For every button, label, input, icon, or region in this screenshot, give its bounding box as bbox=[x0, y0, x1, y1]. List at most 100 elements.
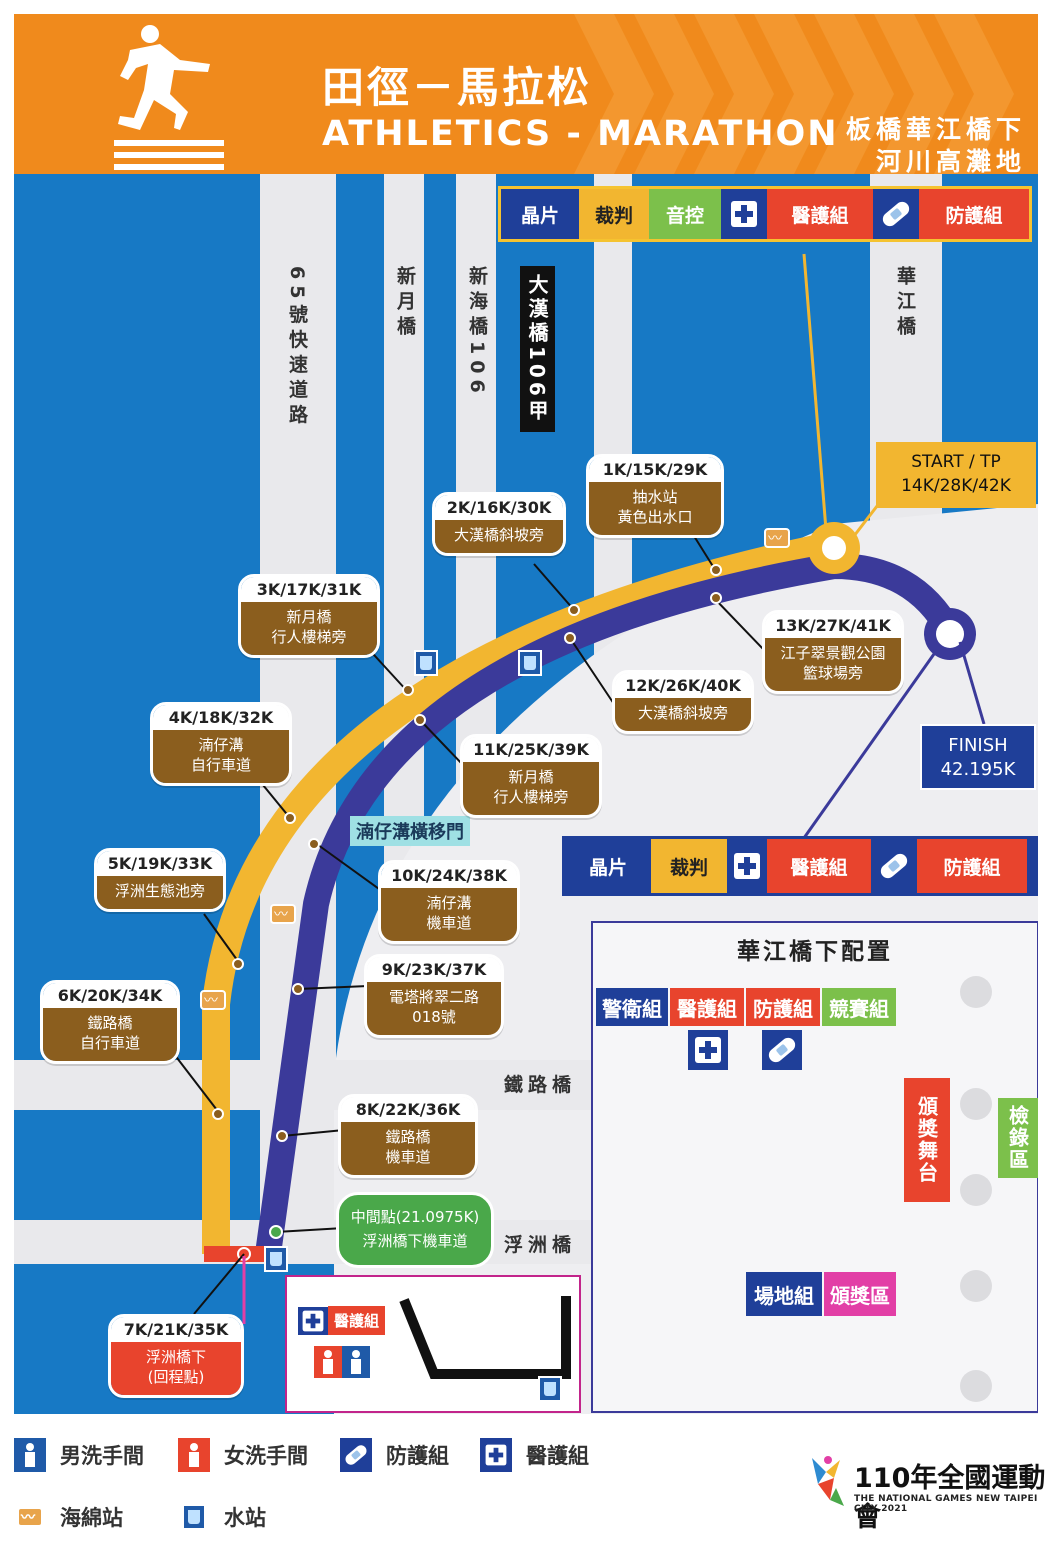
mid-medical: 醫護組 bbox=[767, 839, 871, 893]
route-map-graphic bbox=[14, 174, 1038, 1414]
midpoint-line1: 中間點(21.0975K) bbox=[350, 1208, 480, 1226]
finish-line1: FINISH bbox=[948, 735, 1008, 756]
label-expressway-65: 65號快速道路 bbox=[286, 266, 308, 430]
location-line2: 河川高灘地 bbox=[875, 147, 1026, 174]
venue-protection: 防護組 bbox=[746, 988, 820, 1026]
top-chip: 晶片 bbox=[501, 189, 579, 239]
medical-cross-icon bbox=[695, 1037, 721, 1063]
medical-cross-icon bbox=[480, 1438, 512, 1472]
national-games-logo: 110年全國運動會 THE NATIONAL GAMES NEW TAIPEI … bbox=[806, 1454, 1046, 1533]
label-dahan-bridge: 大漢橋106甲 bbox=[520, 266, 555, 432]
mid-protection-icon-cell bbox=[871, 839, 917, 893]
sponge-station-icon bbox=[14, 1500, 46, 1534]
mini-medical: 醫護組 bbox=[298, 1306, 386, 1335]
venue-title: 華江橋下配置 bbox=[737, 939, 893, 965]
venue-award: 頒獎區 bbox=[824, 1272, 896, 1316]
legend-protection: 防護組 bbox=[340, 1438, 449, 1472]
chevron-pattern bbox=[574, 14, 1014, 174]
water-station-icon bbox=[264, 1246, 288, 1272]
top-protection: 防護組 bbox=[919, 189, 1029, 239]
top-station-bar: 晶片 裁判 音控 醫護組 防護組 bbox=[498, 186, 1032, 242]
finish-line2: 42.195K bbox=[940, 759, 1016, 780]
midpoint-label: 中間點(21.0975K) 浮洲橋下機車道 bbox=[336, 1192, 494, 1268]
mini-course bbox=[285, 1275, 581, 1413]
sponge-station-icon bbox=[200, 990, 226, 1010]
venue-location: 板橋華江橋下 河川高灘地 bbox=[846, 114, 1026, 174]
label-xinhai-bridge: 新海橋106 bbox=[466, 266, 488, 399]
location-line1: 板橋華江橋下 bbox=[845, 115, 1026, 144]
legend-female-wc: 女洗手間 bbox=[178, 1438, 308, 1472]
midpoint-line2: 浮洲橋下機車道 bbox=[362, 1232, 468, 1250]
venue-medical-icon bbox=[688, 1030, 728, 1070]
sponge-station-icon bbox=[270, 904, 296, 924]
label-xinyue-bridge: 新月橋 bbox=[394, 266, 416, 341]
bandage-icon bbox=[880, 198, 912, 230]
start-label: START / TP 14K/28K/42K bbox=[876, 442, 1036, 508]
medical-cross-icon bbox=[734, 853, 760, 879]
venue-stage: 頒獎舞台 bbox=[904, 1078, 950, 1202]
route-return bbox=[255, 552, 962, 1256]
mini-restrooms bbox=[314, 1346, 370, 1378]
logo-subtitle: THE NATIONAL GAMES NEW TAIPEI CITY 2021 bbox=[854, 1494, 1038, 1514]
route-outbound bbox=[202, 532, 833, 1254]
bandage-icon bbox=[766, 1034, 798, 1066]
page-subtitle: ATHLETICS - MARATHON bbox=[322, 114, 839, 154]
top-protection-icon-cell bbox=[873, 189, 919, 239]
legend-medical: 醫護組 bbox=[480, 1438, 589, 1472]
start-line2: 14K/28K/42K bbox=[901, 476, 1011, 496]
water-station-icon bbox=[178, 1500, 210, 1534]
venue-protection-icon bbox=[762, 1030, 802, 1070]
map-legend: 男洗手間 女洗手間 防護組 醫護組 海綿站 水站 bbox=[14, 1430, 794, 1550]
mini-medical-label: 醫護組 bbox=[328, 1306, 386, 1335]
mini-medical-icon-cell bbox=[298, 1306, 328, 1335]
medical-cross-icon bbox=[731, 201, 757, 227]
logo-title: 110年全國運動會 bbox=[854, 1463, 1046, 1533]
top-judge: 裁判 bbox=[579, 189, 649, 239]
legend-sponge: 海綿站 bbox=[14, 1500, 123, 1534]
runner-icon bbox=[114, 25, 224, 170]
games-emblem-icon bbox=[812, 1456, 844, 1506]
female-wc-icon bbox=[178, 1438, 210, 1472]
page-title: 田徑－馬拉松 bbox=[322, 63, 593, 112]
header-banner: 田徑－馬拉松 ATHLETICS - MARATHON 板橋華江橋下 河川高灘地 bbox=[14, 14, 1038, 174]
male-wc-icon bbox=[342, 1346, 370, 1378]
venue-competition: 競賽組 bbox=[822, 988, 896, 1026]
label-huajiang-bridge: 華江橋 bbox=[894, 266, 916, 341]
sponge-station-icon bbox=[764, 528, 790, 548]
label-dizai-gate: 湳仔溝橫移門 bbox=[350, 816, 470, 846]
finish-station-bar: 晶片 裁判 醫護組 防護組 bbox=[562, 836, 1038, 896]
water-station-icon bbox=[538, 1376, 562, 1402]
label-railway-bridge: 鐵路橋 bbox=[504, 1074, 577, 1096]
female-wc-icon bbox=[314, 1346, 342, 1378]
bandage-icon bbox=[340, 1438, 372, 1472]
finish-label: FINISH 42.195K bbox=[920, 724, 1036, 790]
mid-judge: 裁判 bbox=[651, 839, 727, 893]
venue-medical: 醫護組 bbox=[670, 988, 744, 1026]
mid-chip: 晶片 bbox=[565, 839, 651, 893]
venue-site: 場地組 bbox=[746, 1272, 822, 1316]
top-audio: 音控 bbox=[649, 189, 721, 239]
start-line1: START / TP bbox=[911, 452, 1001, 472]
legend-water: 水站 bbox=[178, 1500, 266, 1534]
top-medical: 醫護組 bbox=[767, 189, 873, 239]
bandage-icon bbox=[878, 850, 910, 882]
male-wc-icon bbox=[14, 1438, 46, 1472]
mid-medical-icon-cell bbox=[727, 839, 767, 893]
legend-male-wc: 男洗手間 bbox=[14, 1438, 144, 1472]
venue-record: 檢錄區 bbox=[998, 1098, 1038, 1178]
label-fuzhou-bridge: 浮洲橋 bbox=[504, 1234, 577, 1256]
mid-protection: 防護組 bbox=[917, 839, 1027, 893]
water-station-icon bbox=[414, 650, 438, 676]
